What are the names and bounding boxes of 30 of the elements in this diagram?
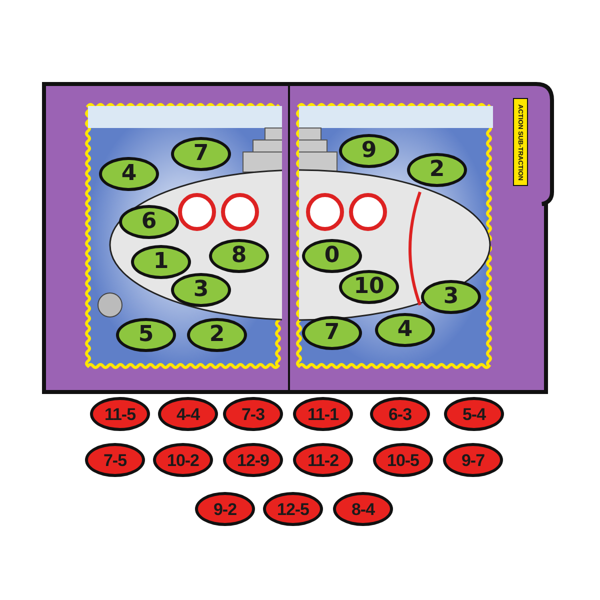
answer-number: 10: [354, 276, 384, 298]
subtraction-problem: 9-7: [461, 452, 485, 468]
answer-number: 2: [429, 159, 445, 181]
subtraction-problem: 4-4: [176, 406, 200, 422]
subtraction-problem: 7-3: [241, 406, 265, 422]
answer-number: 3: [193, 279, 209, 301]
subtraction-problem: 5-4: [462, 406, 486, 422]
answer-number: 7: [324, 322, 340, 344]
answer-number: 2: [209, 324, 225, 346]
answer-number: 8: [231, 245, 247, 267]
subtraction-problem: 11-5: [104, 406, 136, 422]
answer-number: 5: [138, 324, 154, 346]
answer-number: 0: [324, 245, 340, 267]
subtraction-problem: 9-2: [213, 500, 237, 518]
subtraction-problem: 11-2: [307, 452, 339, 468]
answer-number: 1: [153, 251, 169, 273]
subtraction-problem: 11-1: [307, 406, 339, 422]
answer-number: 4: [397, 319, 413, 341]
answer-number: 9: [361, 140, 377, 162]
subtraction-problem: 7-5: [103, 452, 127, 468]
subtraction-problem: 12-5: [276, 500, 310, 518]
subtraction-problem: 12-9: [236, 452, 270, 468]
answer-number: 7: [193, 143, 209, 165]
answer-number: 6: [141, 211, 157, 233]
answer-number: 4: [121, 163, 137, 185]
subtraction-problem: 10-5: [386, 452, 420, 468]
subtraction-problem: 10-2: [166, 452, 200, 468]
subtraction-problem: 8-4: [351, 500, 375, 518]
answer-number: 3: [443, 286, 459, 308]
subtraction-problem: 6-3: [388, 406, 412, 422]
